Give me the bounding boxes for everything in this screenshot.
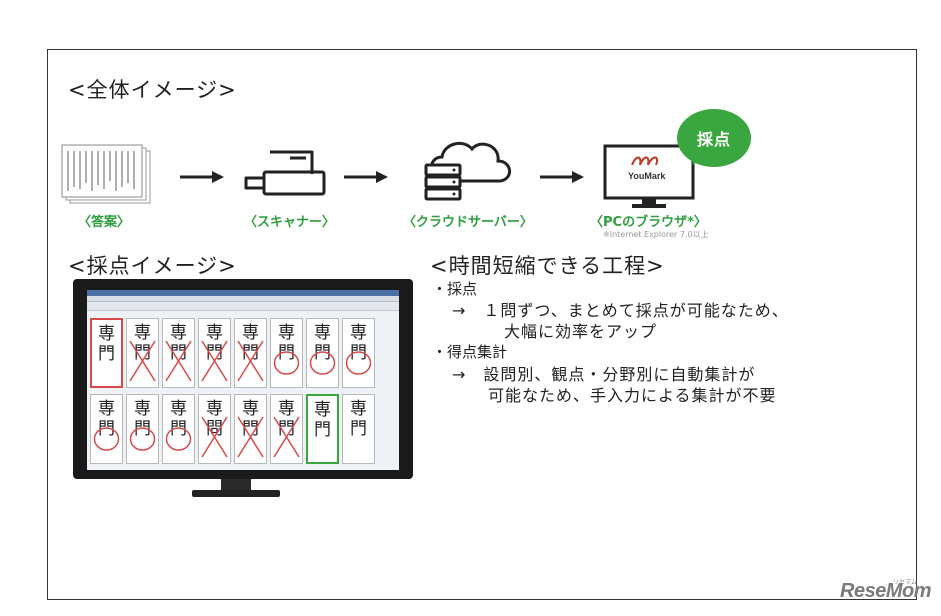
window-toolbar xyxy=(87,302,399,311)
answer-cell[interactable]: 専門 xyxy=(90,394,123,464)
answer-text: 専門 xyxy=(206,323,223,363)
answer-cell[interactable]: 専門 xyxy=(126,318,159,388)
arrow-right-icon xyxy=(540,171,584,183)
browser-requirement-note: ※Internet Explorer 7.0以上 xyxy=(603,230,709,239)
answer-cell[interactable]: 専門 xyxy=(162,318,195,388)
incorrect-cross-mark xyxy=(165,340,192,382)
cloud-server-icon xyxy=(420,135,520,205)
answer-cell[interactable]: 専門 xyxy=(342,318,375,388)
incorrect-cross-mark xyxy=(201,340,228,382)
answer-text: 専門 xyxy=(350,399,367,439)
answer-cell[interactable]: 専門 xyxy=(162,394,195,464)
answer-text: 専門 xyxy=(134,399,151,439)
monitor-base xyxy=(192,490,280,497)
answer-cell[interactable]: 専門 xyxy=(270,318,303,388)
answer-text: 専門 xyxy=(350,323,367,363)
answer-text: 専問 xyxy=(206,399,223,439)
answer-cell[interactable]: 専門 xyxy=(198,318,231,388)
pc-monitor-icon: YouMark xyxy=(602,143,698,209)
answer-text: 専門 xyxy=(314,400,331,440)
answer-cell[interactable]: 専門 xyxy=(306,318,339,388)
correct-circle-mark xyxy=(309,351,336,375)
arrow-right-icon xyxy=(180,171,224,183)
resemom-logo-sub: リセマム xyxy=(892,579,917,586)
monitor-stand xyxy=(221,479,251,491)
answer-cell[interactable]: 専門 xyxy=(306,394,339,464)
answer-text: 専門 xyxy=(170,323,187,363)
incorrect-cross-mark xyxy=(201,416,228,458)
answer-cell[interactable]: 専門 xyxy=(126,394,159,464)
answer-text: 専門 xyxy=(170,399,187,439)
incorrect-cross-mark xyxy=(237,340,264,382)
incorrect-cross-mark xyxy=(129,340,156,382)
answer-cell[interactable]: 専門 xyxy=(342,394,375,464)
grading-heading: <採点イメージ> xyxy=(68,254,237,278)
answer-grid: 専門専門専門専門専門専門専門専門専門専門専門専問専門専門専門専門 xyxy=(87,312,399,470)
correct-circle-mark xyxy=(93,427,120,451)
answer-cell[interactable]: 専門 xyxy=(234,394,267,464)
grading-monitor: 専門専門専門専門専門専門専門専門専門専門専門専問専門専門専門専門 xyxy=(73,279,413,479)
step-label-scanner: 〈スキャナー〉 xyxy=(244,215,336,230)
step-label-cloud-server: 〈クラウドサーバー〉 xyxy=(403,215,533,230)
window-titlebar xyxy=(87,290,399,296)
process-item-tally-line1: → 設問別、観点・分野別に自動集計が xyxy=(452,365,756,384)
answer-cell[interactable]: 専門 xyxy=(270,394,303,464)
content-frame xyxy=(47,49,917,600)
process-item-grading-title: ・採点 xyxy=(432,280,478,298)
correct-circle-mark xyxy=(129,427,156,451)
answer-text: 専門 xyxy=(98,324,115,364)
incorrect-cross-mark xyxy=(237,416,264,458)
process-item-tally-title: ・得点集計 xyxy=(432,343,508,361)
answer-cell[interactable]: 専問 xyxy=(198,394,231,464)
correct-circle-mark xyxy=(345,351,372,375)
scanner-icon xyxy=(240,148,332,200)
overview-heading: <全体イメージ> xyxy=(68,78,237,102)
resemom-logo: ReseMom xyxy=(840,580,931,602)
answer-text: 専門 xyxy=(98,399,115,439)
step-label-answer: 〈答案〉 xyxy=(78,215,131,230)
window-menubar xyxy=(87,296,399,302)
answer-text: 専門 xyxy=(134,323,151,363)
correct-circle-mark xyxy=(273,351,300,375)
process-item-grading-line1: → １問ずつ、まとめて採点が可能なため、 xyxy=(452,301,789,320)
grading-screen: 専門専門専門専門専門専門専門専門専門専門専門専問専門専門専門専門 xyxy=(87,290,399,470)
answer-cell[interactable]: 専門 xyxy=(234,318,267,388)
monitor-logo: YouMark xyxy=(628,171,666,181)
process-item-grading-line2: 大幅に効率をアップ xyxy=(504,322,658,341)
answer-sheets-icon xyxy=(60,143,152,205)
arrow-right-icon xyxy=(344,171,388,183)
grading-speech-bubble: 採点 xyxy=(677,109,751,167)
answer-cell[interactable]: 専門 xyxy=(90,318,123,388)
answer-text: 専門 xyxy=(242,399,259,439)
answer-text: 専門 xyxy=(278,323,295,363)
incorrect-cross-mark xyxy=(273,416,300,458)
correct-circle-mark xyxy=(165,427,192,451)
process-heading: <時間短縮できる工程> xyxy=(430,254,665,278)
answer-text: 専門 xyxy=(278,399,295,439)
answer-text: 専門 xyxy=(314,323,331,363)
process-item-tally-line2: 可能なため、手入力による集計が不要 xyxy=(488,386,777,405)
answer-text: 専門 xyxy=(242,323,259,363)
step-label-pc-browser: 〈PCのブラウザ*〉 xyxy=(590,215,707,230)
